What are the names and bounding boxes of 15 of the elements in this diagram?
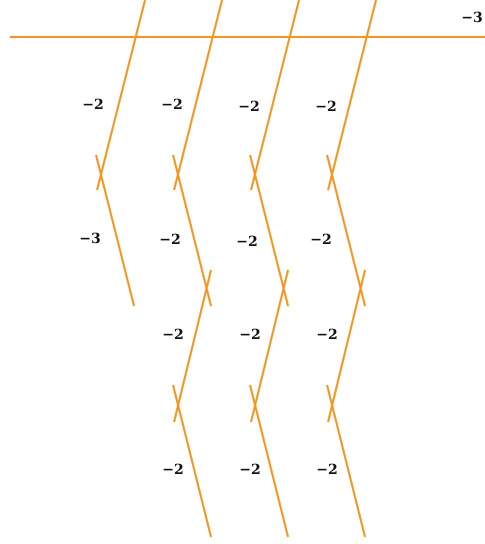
self-intersection-number: −2: [236, 234, 258, 250]
self-intersection-number: −2: [239, 462, 261, 478]
self-intersection-number: −2: [310, 232, 332, 248]
self-intersection-number: −2: [162, 462, 184, 478]
self-intersection-number: −2: [162, 327, 184, 343]
self-intersection-number: −3: [461, 10, 483, 26]
self-intersection-number: −2: [316, 462, 338, 478]
self-intersection-number: −2: [315, 99, 337, 115]
self-intersection-number: −2: [238, 99, 260, 115]
self-intersection-number: −2: [159, 232, 181, 248]
self-intersection-number: −2: [316, 327, 338, 343]
self-intersection-number: −2: [161, 97, 183, 113]
self-intersection-number: −3: [79, 231, 101, 247]
self-intersection-number: −2: [82, 97, 104, 113]
self-intersection-number: −2: [239, 327, 261, 343]
